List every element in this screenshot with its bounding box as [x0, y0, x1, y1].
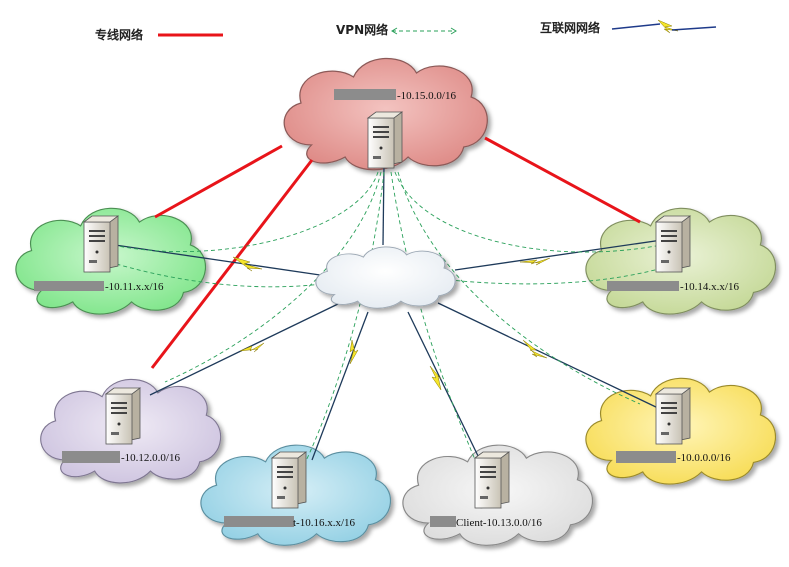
- dedicated-lines: [150, 136, 641, 369]
- legend-internet-label: 互联网网络: [540, 20, 600, 35]
- vpn-line-east: [394, 171, 681, 253]
- redaction-southwest: [62, 451, 120, 463]
- network-label-southeast: -10.0.0.0/16: [677, 452, 731, 464]
- internet-line-hq: [382, 164, 385, 246]
- vpn-line-west-inner: [102, 259, 331, 288]
- dedicated-line-hq-east: [484, 136, 641, 224]
- redacted-names: [34, 89, 679, 527]
- vpn-line-west: [102, 171, 379, 253]
- server-icon-east: [655, 215, 691, 273]
- internet-cloud: [315, 246, 456, 309]
- vpn-line-southeast: [397, 171, 641, 405]
- internet-line-east: [454, 239, 663, 271]
- server-icon-hq: [367, 111, 403, 169]
- redaction-hq: [334, 89, 396, 100]
- redaction-west: [34, 281, 104, 291]
- vpn-line-south2: [390, 171, 477, 463]
- network-label-east: -10.14.x.x/16: [680, 281, 739, 293]
- server-icon-south2: [474, 451, 510, 509]
- server-icon-southwest: [105, 387, 141, 445]
- legend-vpn-label: VPN网络: [336, 22, 388, 37]
- redaction-south1: [224, 516, 294, 527]
- legend: 专线网络 VPN网络 互联网网络: [95, 19, 717, 42]
- network-label-south1: t-10.16.x.x/16: [293, 517, 356, 529]
- internet-line-southeast: [437, 302, 659, 409]
- internet-lines: [114, 164, 663, 461]
- vpn-line-east-inner: [449, 261, 683, 285]
- redaction-east: [607, 281, 679, 291]
- network-label-southwest: -10.12.0.0/16: [121, 452, 180, 464]
- server-icon-west: [83, 215, 119, 273]
- vpn-line-south1: [304, 171, 385, 464]
- network-label-west: -10.11.x.x/16: [105, 281, 164, 293]
- dedicated-line-hq-west: [154, 144, 283, 219]
- vpn-lines: [102, 171, 683, 464]
- legend-internet-line-sample: [611, 19, 717, 34]
- network-label-hq: -10.15.0.0/16: [397, 90, 456, 102]
- internet-lightning-marks: [232, 256, 551, 391]
- redaction-south2: [430, 516, 456, 527]
- server-icon-south1: [271, 451, 307, 509]
- internet-line-south1: [311, 311, 369, 461]
- network-label-south2: Client-10.13.0.0/16: [456, 517, 542, 529]
- legend-dedicated-label: 专线网络: [95, 27, 143, 42]
- dedicated-line-hq-southwest: [150, 159, 314, 369]
- vpn-line-southwest: [164, 171, 382, 383]
- redaction-southeast: [616, 451, 676, 463]
- server-icon-southeast: [655, 387, 691, 445]
- internet-line-south2: [407, 311, 481, 461]
